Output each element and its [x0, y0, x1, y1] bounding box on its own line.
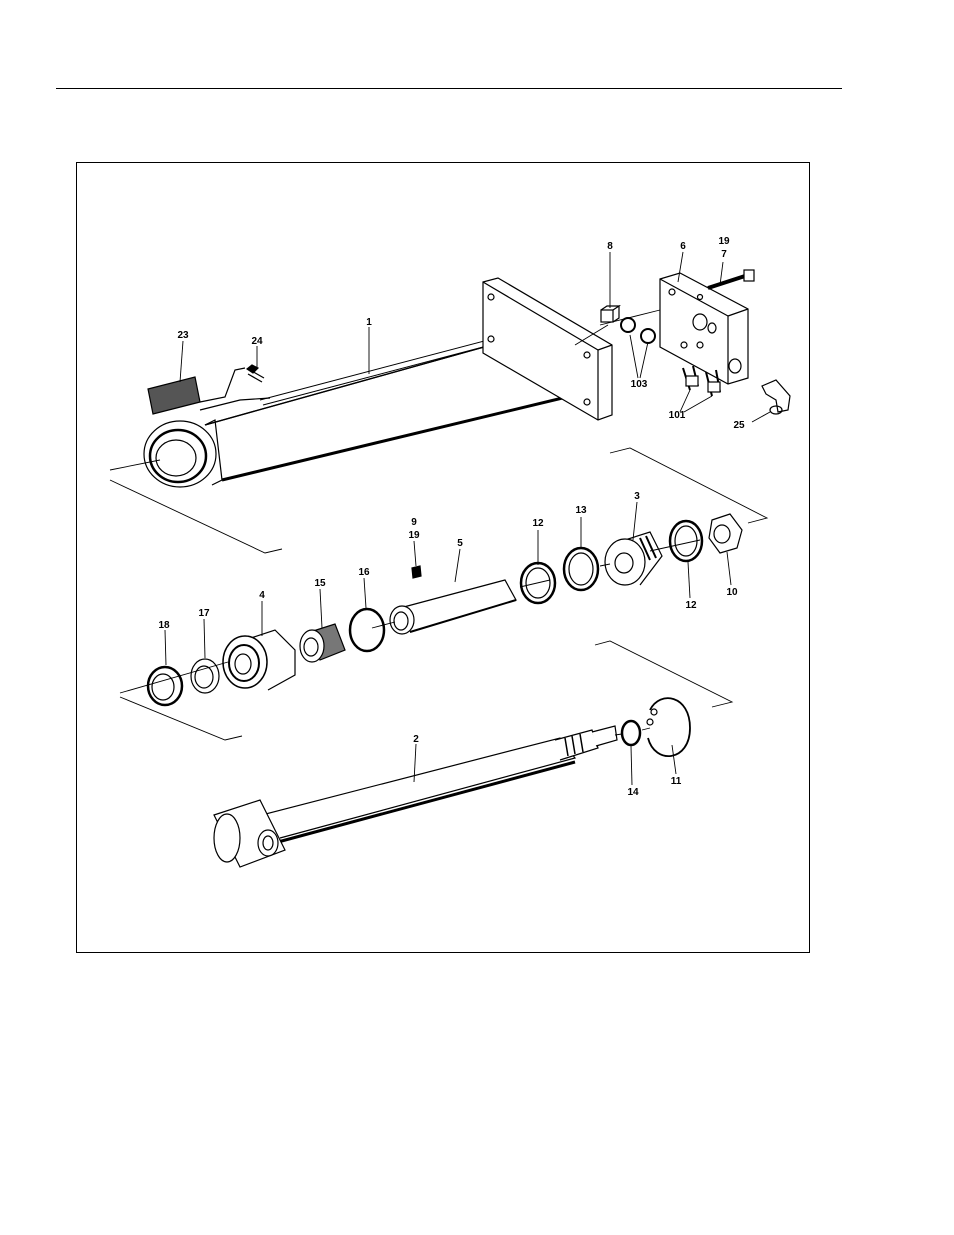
callout-3: 3 — [634, 491, 640, 502]
callout-16: 16 — [358, 567, 370, 578]
plug-8 — [601, 306, 619, 322]
bushing-15 — [300, 624, 345, 662]
callout-7: 7 — [721, 249, 727, 260]
callout-101: 101 — [669, 410, 686, 421]
callout-17: 17 — [198, 608, 210, 619]
piston-3 — [605, 532, 662, 585]
callout-5: 5 — [457, 538, 463, 549]
callout-25: 25 — [733, 420, 745, 431]
callout-1: 1 — [366, 317, 372, 328]
callout-6: 6 — [680, 241, 686, 252]
callout-23: 23 — [177, 330, 189, 341]
callout-11: 11 — [671, 776, 682, 787]
callout-19-top: 19 — [718, 236, 730, 247]
callout-12-left: 12 — [532, 518, 544, 529]
spacer-tube-5 — [390, 580, 516, 634]
callout-19-mid: 19 — [408, 530, 420, 541]
oring-14 — [622, 721, 640, 745]
elbow-fitting-25 — [762, 380, 790, 414]
nut-10 — [709, 514, 742, 553]
callout-18: 18 — [158, 620, 170, 631]
gland-4 — [223, 630, 295, 690]
ring-13 — [564, 548, 598, 590]
callout-13: 13 — [575, 505, 587, 516]
retaining-ring-11 — [647, 698, 690, 756]
callout-12-right: 12 — [685, 600, 697, 611]
orings-103 — [621, 318, 655, 343]
setscrew-9 — [412, 566, 421, 578]
callout-2: 2 — [413, 734, 419, 745]
callout-10: 10 — [726, 587, 738, 598]
callout-103: 103 — [631, 379, 648, 390]
callout-4: 4 — [259, 590, 265, 601]
ring-17 — [191, 659, 219, 693]
callout-24: 24 — [251, 336, 263, 347]
bolt-7 — [708, 270, 754, 288]
callout-15: 15 — [314, 578, 326, 589]
seal-18 — [148, 667, 182, 705]
valve-block — [660, 273, 748, 384]
bracket-plate — [148, 368, 270, 414]
bolt-24 — [247, 365, 264, 382]
oring-16 — [350, 609, 384, 651]
callout-9: 9 — [411, 517, 417, 528]
callout-8: 8 — [607, 241, 613, 252]
callout-14: 14 — [627, 787, 639, 798]
